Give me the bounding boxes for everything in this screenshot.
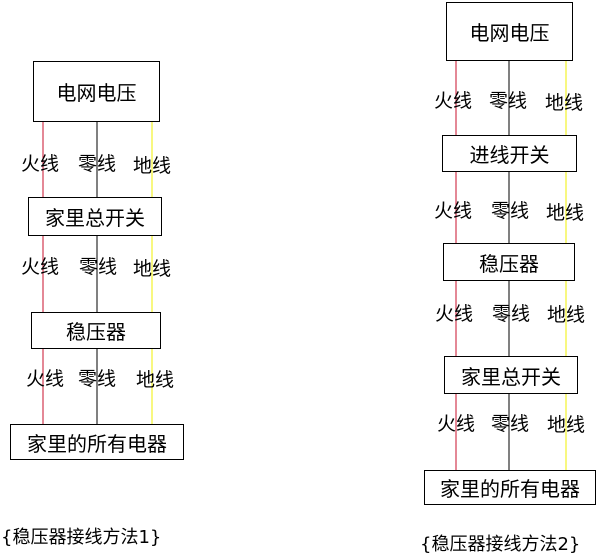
m2-box-appliances: 家里的所有电器 (424, 470, 596, 505)
m2-label-live-4: 火线 (436, 413, 476, 435)
caption-method-2: {稳压器接线方法2} (420, 534, 581, 555)
m2-label-live-3: 火线 (434, 303, 474, 325)
m1-label-live-3: 火线 (25, 368, 65, 390)
m2-label-ground-3: 地线 (546, 304, 586, 326)
m1-box-stabilizer: 稳压器 (31, 312, 161, 349)
m1-label-neutral-2: 零线 (78, 256, 118, 278)
m2-label-ground-2: 地线 (545, 202, 585, 224)
m1-label-ground-3: 地线 (135, 369, 175, 391)
m1-label-neutral-3: 零线 (77, 368, 117, 390)
m2-label-ground-1: 地线 (544, 92, 584, 114)
m1-label-ground-1: 地线 (132, 155, 172, 177)
m1-box-grid-voltage: 电网电压 (33, 61, 160, 122)
m2-label-ground-4: 地线 (546, 414, 586, 436)
m1-box-appliances: 家里的所有电器 (10, 424, 184, 460)
m2-box-main-switch: 家里总开关 (444, 356, 578, 394)
m2-box-stabilizer: 稳压器 (443, 243, 575, 281)
m2-label-neutral-3: 零线 (491, 303, 531, 325)
m1-box-main-switch: 家里总开关 (28, 197, 162, 236)
m2-box-inlet-switch: 进线开关 (442, 135, 577, 172)
m2-label-neutral-2: 零线 (490, 200, 530, 222)
m2-label-neutral-4: 零线 (490, 413, 530, 435)
m2-label-neutral-1: 零线 (488, 90, 528, 112)
m1-label-ground-2: 地线 (132, 258, 172, 280)
m2-label-live-1: 火线 (433, 90, 473, 112)
m1-label-neutral-1: 零线 (77, 153, 117, 175)
m1-label-live-1: 火线 (20, 153, 60, 175)
m2-label-live-2: 火线 (433, 200, 473, 222)
caption-method-1: {稳压器接线方法1} (1, 527, 162, 548)
m1-label-live-2: 火线 (20, 256, 60, 278)
m2-box-grid-voltage: 电网电压 (446, 2, 573, 61)
